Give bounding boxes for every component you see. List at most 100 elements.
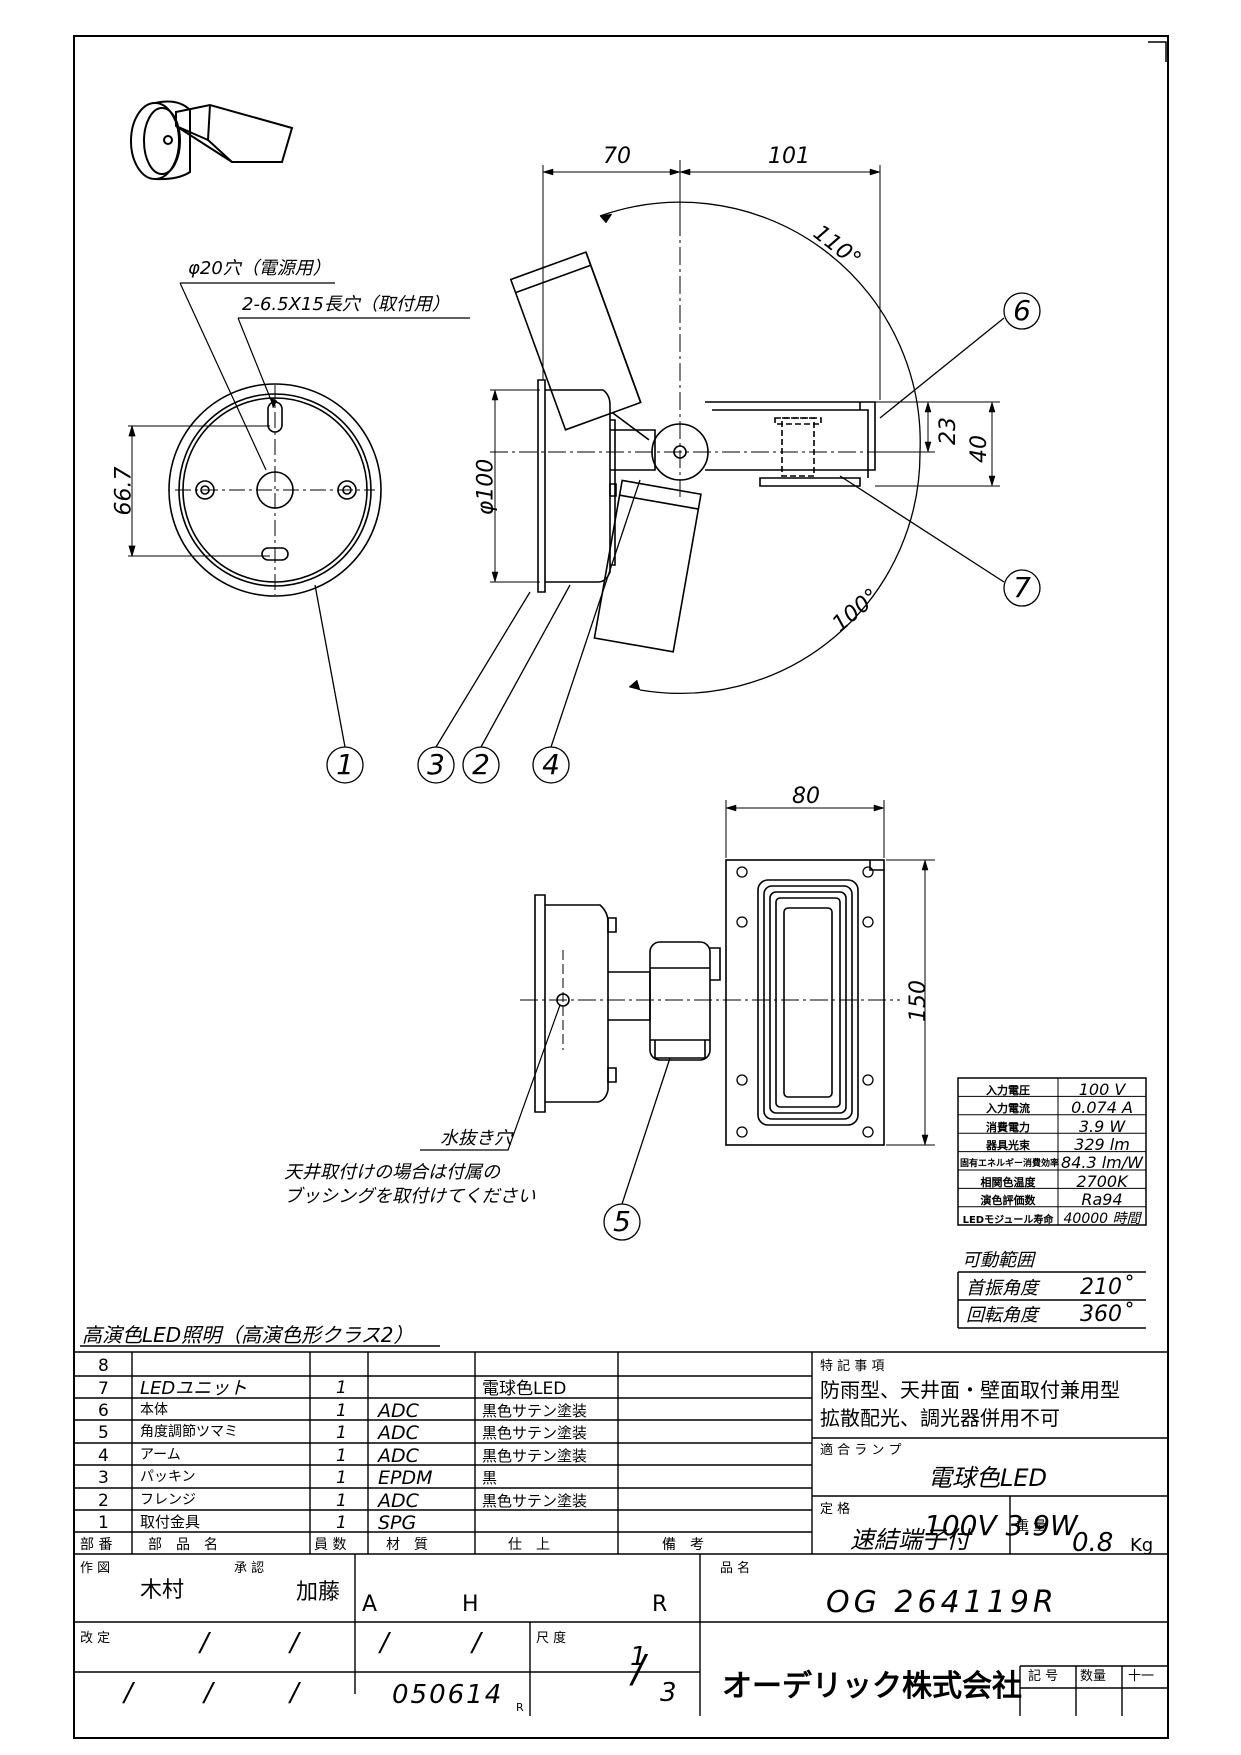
dim-66-7: 66.7 bbox=[111, 466, 137, 516]
part-name: 本体 bbox=[140, 1402, 168, 1418]
spec-label: 器具光束 bbox=[986, 1139, 1030, 1152]
header-name: 部 品 名 bbox=[148, 1537, 218, 1553]
quantity-label: 数量 bbox=[1080, 1669, 1107, 1684]
spec-label: LEDモジュール寿命 bbox=[962, 1215, 1054, 1226]
part-name: LEDユニット bbox=[140, 1378, 248, 1399]
part-finish: 黒色サテン塗装 bbox=[482, 1402, 588, 1420]
part-qty: 1 bbox=[336, 1446, 347, 1466]
part-no: 7 bbox=[98, 1379, 109, 1399]
dim-101: 101 bbox=[768, 144, 810, 169]
scale-denominator: 3 bbox=[660, 1678, 677, 1708]
note-ceiling-2: ブッシングを取付けてください bbox=[284, 1186, 536, 1207]
revision-slash: / bbox=[200, 1628, 209, 1658]
symbol-label: 記 号 bbox=[1028, 1669, 1059, 1684]
part-name: 角度調節ツマミ bbox=[140, 1424, 238, 1440]
part-material: ADC bbox=[378, 1422, 419, 1444]
note-ceiling-1: 天井取付けの場合は付属の bbox=[284, 1162, 500, 1183]
revision-date: 050614 bbox=[392, 1680, 504, 1710]
revision-slash: / bbox=[290, 1678, 299, 1708]
title-block-grid bbox=[74, 1554, 1168, 1716]
header-note: 備 考 bbox=[662, 1537, 704, 1553]
motion-value-rotate: 360˚ bbox=[1080, 1302, 1133, 1327]
revision-slash: / bbox=[204, 1678, 213, 1708]
motion-label-rotate: 回転角度 bbox=[966, 1305, 1038, 1326]
spec-label: 固有エネルギー消費効率 bbox=[960, 1159, 1060, 1169]
special-title: 特 記 事 項 bbox=[820, 1359, 885, 1374]
side-view bbox=[490, 160, 1000, 694]
parts-table-grid bbox=[74, 1351, 1168, 1555]
spec-label: 消費電力 bbox=[986, 1121, 1030, 1134]
part-no: 2 bbox=[98, 1491, 109, 1511]
motion-title: 可動範囲 bbox=[962, 1250, 1034, 1271]
mounting-plate-view bbox=[128, 383, 382, 597]
spec-label: 入力電圧 bbox=[986, 1084, 1030, 1097]
part-no: 3 bbox=[98, 1468, 109, 1488]
part-qty: 1 bbox=[336, 1468, 347, 1488]
callout-4: 4 bbox=[542, 748, 560, 781]
part-material: ADC bbox=[378, 1400, 419, 1422]
spec-value: 40000 時間 bbox=[1063, 1211, 1141, 1227]
eleven-label: 十一 bbox=[1128, 1669, 1155, 1684]
motion-label-swing: 首振角度 bbox=[966, 1278, 1038, 1299]
scale-slash: / bbox=[632, 1647, 645, 1691]
weight-title: 重 量 bbox=[1016, 1519, 1047, 1534]
spec-value: 3.9 W bbox=[1078, 1117, 1126, 1136]
part-material: SPG bbox=[378, 1512, 417, 1534]
dim-23: 23 bbox=[936, 417, 961, 445]
rating-value: 100V 3.9W bbox=[924, 1509, 1078, 1542]
part-material: EPDM bbox=[378, 1467, 433, 1489]
callout-3: 3 bbox=[427, 748, 445, 781]
dim-150: 150 bbox=[906, 980, 931, 1022]
header-qty: 員 数 bbox=[314, 1537, 347, 1553]
revision-slash: / bbox=[472, 1628, 481, 1658]
callout-1: 1 bbox=[336, 748, 354, 781]
grade-h: H bbox=[462, 1592, 479, 1617]
spec-label: 相関色温度 bbox=[980, 1176, 1036, 1189]
dim-80: 80 bbox=[792, 784, 820, 809]
part-no: 5 bbox=[98, 1423, 109, 1443]
dim-40: 40 bbox=[967, 435, 992, 463]
part-name: パッキン bbox=[140, 1469, 196, 1485]
part-no: 8 bbox=[98, 1356, 109, 1376]
spec-label: 入力電流 bbox=[986, 1102, 1030, 1115]
revision-label: 改 定 bbox=[80, 1631, 111, 1646]
spec-value: 2700K bbox=[1076, 1172, 1128, 1191]
drawn-by: 木村 bbox=[140, 1578, 185, 1603]
drawn-label: 作 図 bbox=[80, 1561, 111, 1576]
callout-6: 6 bbox=[1013, 294, 1031, 327]
special-line1: 防雨型、天井面・壁面取付兼用型 bbox=[820, 1378, 1120, 1402]
part-finish: 電球色LED bbox=[482, 1379, 567, 1399]
revision-slash: / bbox=[290, 1628, 299, 1658]
revision-slash: / bbox=[380, 1628, 389, 1658]
lamp-title: 適 合 ラ ン プ bbox=[820, 1443, 902, 1458]
part-material: ADC bbox=[378, 1445, 419, 1467]
part-no: 1 bbox=[98, 1513, 109, 1533]
revision-date-r: R bbox=[516, 1701, 524, 1714]
header-no: 部 番 bbox=[80, 1537, 113, 1553]
weight-value: 0.8 bbox=[1072, 1528, 1114, 1558]
sheet-border bbox=[73, 35, 1169, 1739]
note-mount-hole: 2-6.5X15長穴（取付用） bbox=[242, 294, 450, 315]
grade-a: A bbox=[362, 1592, 378, 1617]
header-material: 材 質 bbox=[386, 1537, 428, 1553]
spec-label: 演色評価数 bbox=[980, 1194, 1036, 1207]
part-qty: 1 bbox=[336, 1513, 347, 1533]
part-finish: 黒 bbox=[482, 1469, 498, 1487]
product-code: OG 264119R bbox=[826, 1585, 1058, 1620]
spec-value: 0.074 A bbox=[1071, 1098, 1133, 1117]
header-finish: 仕 上 bbox=[508, 1537, 550, 1553]
part-name: フレンジ bbox=[140, 1492, 196, 1508]
lamp-value: 電球色LED bbox=[928, 1464, 1048, 1492]
part-name: アーム bbox=[140, 1447, 181, 1463]
approved-by: 加藤 bbox=[296, 1580, 341, 1605]
note-power-hole: φ20穴（電源用） bbox=[188, 258, 331, 279]
part-qty: 1 bbox=[336, 1378, 347, 1398]
spec-value: 100 V bbox=[1078, 1080, 1126, 1099]
callout-markers bbox=[314, 292, 1041, 1241]
note-drain: 水抜き穴 bbox=[440, 1128, 512, 1149]
part-finish: 黒色サテン塗装 bbox=[482, 1492, 588, 1510]
part-qty: 1 bbox=[336, 1401, 347, 1421]
dim-70: 70 bbox=[603, 144, 631, 169]
